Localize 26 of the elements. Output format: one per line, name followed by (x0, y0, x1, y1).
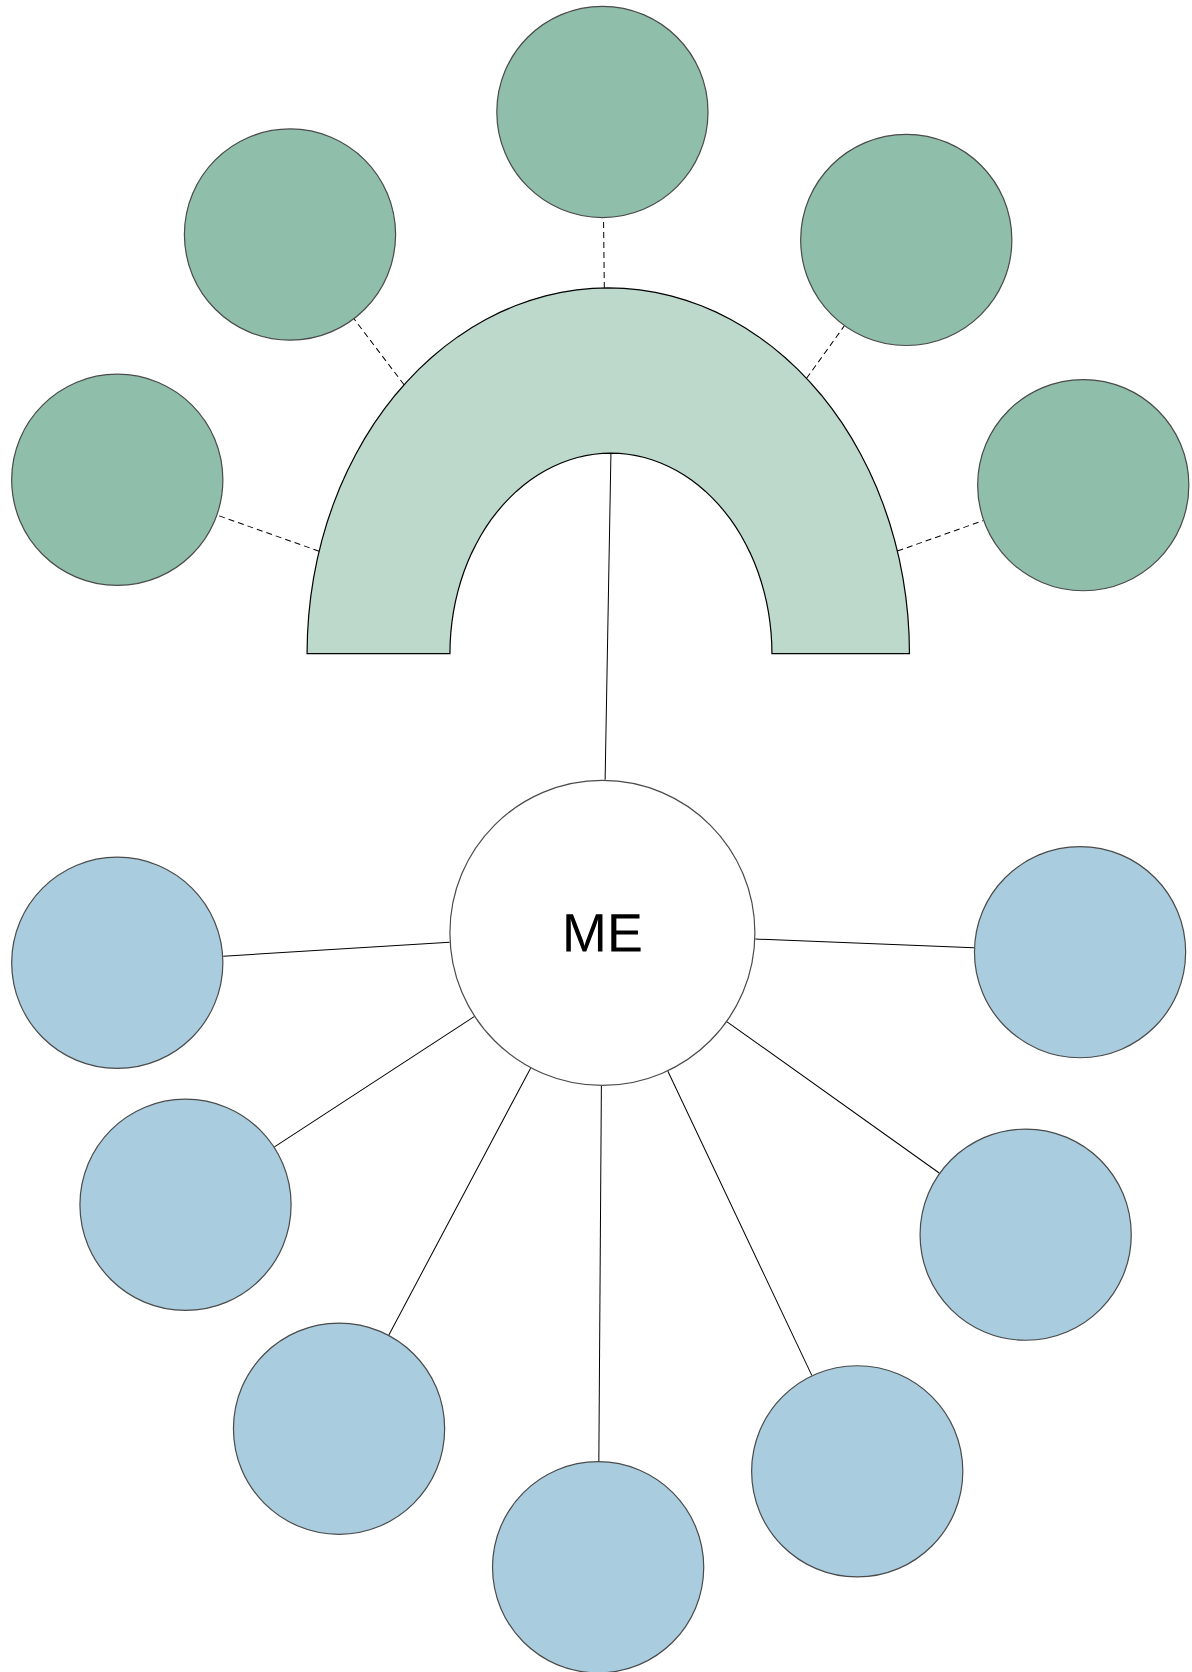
arch-shape (306, 287, 911, 655)
circle (183, 128, 397, 341)
circle (11, 373, 224, 586)
circle (11, 856, 224, 1069)
connector-line (754, 938, 975, 949)
connector-line (388, 1067, 532, 1336)
circle (491, 1461, 705, 1672)
connector-line (274, 1016, 475, 1148)
connector-line (726, 1021, 940, 1174)
connector-line (216, 514, 320, 552)
connector-line (222, 941, 451, 957)
circle (919, 1128, 1132, 1341)
connector-line (896, 520, 984, 552)
circle (496, 5, 709, 219)
connector-line (598, 1085, 602, 1462)
connector-line (604, 452, 612, 781)
circle (800, 133, 1013, 347)
circle (973, 845, 1187, 1059)
circle (232, 1322, 446, 1535)
circle (977, 378, 1190, 592)
circle (79, 1098, 292, 1311)
circle (751, 1365, 964, 1578)
connector-line (806, 325, 845, 379)
connector-line (353, 318, 405, 386)
connector-line (667, 1070, 813, 1376)
connector-line (603, 217, 605, 289)
